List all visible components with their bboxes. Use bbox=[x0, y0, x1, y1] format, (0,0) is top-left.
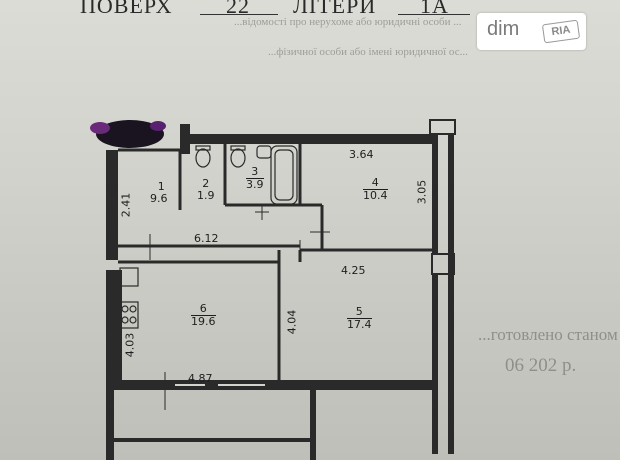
letter-underline bbox=[398, 14, 470, 15]
marker-crosses bbox=[149, 205, 330, 410]
fixtures bbox=[119, 145, 298, 329]
dimension-2-41: 2.41 bbox=[119, 192, 133, 218]
room-6-label: 6 19.6 bbox=[191, 303, 216, 328]
faint-text-line1: ...відомості про нерухоме або юридичні о… bbox=[234, 16, 462, 28]
room-6-number: 6 bbox=[191, 303, 216, 316]
letter-value: 1А bbox=[420, 0, 449, 18]
dimension-4-87: 4.87 bbox=[188, 372, 213, 385]
dimension-6-12: 6.12 bbox=[194, 232, 219, 245]
room-6-area: 19.6 bbox=[191, 315, 216, 328]
room-3-area: 3.9 bbox=[246, 178, 264, 191]
walls bbox=[106, 119, 456, 460]
dimension-4-03: 4.03 bbox=[123, 332, 137, 358]
room-1-number: 1 bbox=[157, 180, 165, 193]
room-4-label: 4 10.4 bbox=[363, 177, 388, 202]
dimria-watermark: dim RIA bbox=[477, 13, 586, 50]
room-2-number: 2 bbox=[202, 177, 210, 190]
stamp-text: ...готовлено станом bbox=[478, 325, 618, 344]
room-3-label: 3 3.9 bbox=[246, 166, 264, 191]
dimension-3-05: 3.05 bbox=[415, 179, 429, 205]
dimension-4-25: 4.25 bbox=[341, 264, 366, 277]
room-1-area: 9.6 bbox=[150, 192, 168, 205]
letter-label: ЛІТЕРИ bbox=[293, 0, 377, 18]
redaction-mark bbox=[90, 120, 166, 148]
dimria-brand-text: dim bbox=[487, 18, 520, 40]
room-4-area: 10.4 bbox=[363, 189, 388, 202]
room-2-area: 1.9 bbox=[197, 189, 215, 202]
room-4-number: 4 bbox=[363, 177, 388, 190]
floor-value: 22 bbox=[226, 0, 250, 18]
floor-label: ПОВЕРХ bbox=[80, 0, 173, 18]
floor-underline bbox=[200, 14, 278, 15]
room-5-label: 5 17.4 bbox=[347, 306, 372, 331]
room-1-label: 1 9.6 bbox=[150, 181, 168, 205]
room-5-area: 17.4 bbox=[347, 318, 372, 331]
room-3-number: 3 bbox=[246, 166, 264, 179]
interior-walls bbox=[118, 144, 432, 380]
stamp-date: 06 202 р. bbox=[505, 355, 577, 376]
room-5-number: 5 bbox=[347, 306, 372, 319]
room-2-label: 2 1.9 bbox=[197, 178, 215, 202]
dimension-3-64: 3.64 bbox=[349, 148, 374, 161]
dimension-4-04: 4.04 bbox=[285, 309, 299, 335]
faint-text-line2: ...фізичної особи або імені юридичної ос… bbox=[268, 46, 468, 58]
